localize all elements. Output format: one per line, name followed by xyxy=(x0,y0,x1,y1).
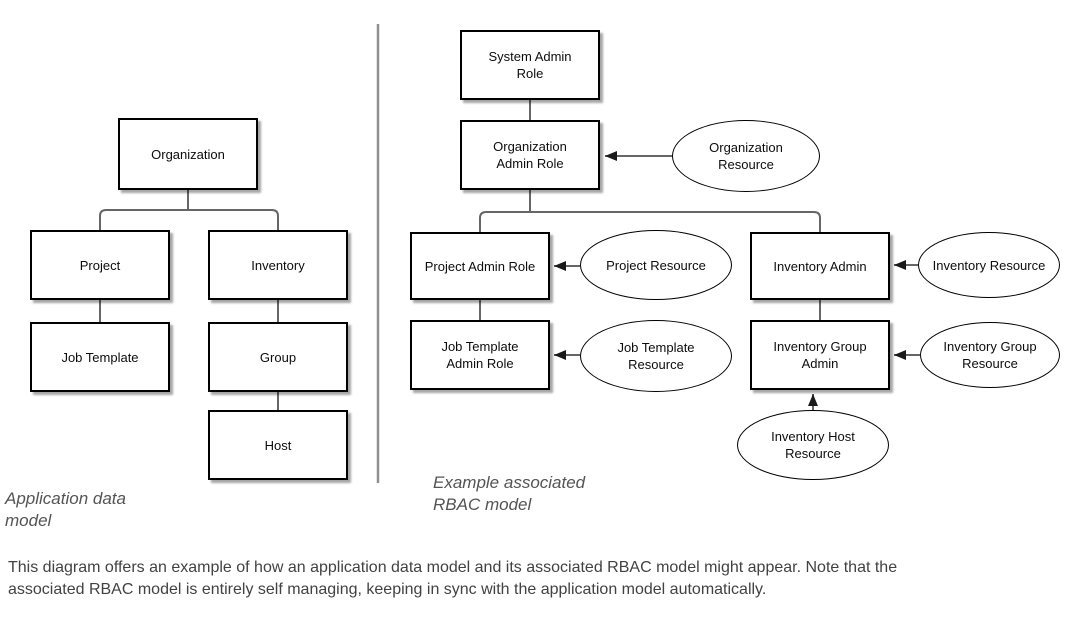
node-organization-label: Organization xyxy=(151,146,225,162)
node-inventory-admin-label: Inventory Admin xyxy=(773,258,867,274)
node-inventory: Inventory xyxy=(208,230,348,300)
node-inventory-resource: Inventory Resource xyxy=(918,232,1060,298)
node-system-admin-role: System Admin Role xyxy=(460,30,600,100)
resource-arrows xyxy=(554,151,920,410)
node-system-admin-role-label: System Admin Role xyxy=(488,49,572,81)
node-organization: Organization xyxy=(118,118,258,190)
node-inventory-group-resource: Inventory Group Resource xyxy=(920,322,1060,388)
node-organization-admin-role-label: Organization Admin Role xyxy=(493,139,567,171)
node-job-template-resource: Job Template Resource xyxy=(580,320,732,392)
node-project-label: Project xyxy=(79,257,121,273)
node-job-template-admin-role: Job Template Admin Role xyxy=(410,320,550,390)
connector-organization-branch xyxy=(99,209,279,230)
node-host: Host xyxy=(208,410,348,480)
right-model-caption: Example associated RBAC model xyxy=(433,473,586,514)
node-organization-resource-label: Organization Resource xyxy=(709,140,783,172)
node-host-label: Host xyxy=(264,437,292,453)
node-organization-admin-role: Organization Admin Role xyxy=(460,120,600,190)
node-project: Project xyxy=(30,230,170,300)
node-project-admin-role: Project Admin Role xyxy=(410,232,550,300)
node-job-template-resource-label: Job Template Resource xyxy=(617,340,695,372)
node-group-label: Group xyxy=(259,349,297,365)
node-inventory-group-admin-label: Inventory Group Admin xyxy=(773,339,867,371)
node-inventory-host-resource: Inventory Host Resource xyxy=(737,410,889,480)
node-project-resource: Project Resource xyxy=(580,230,732,300)
node-organization-resource: Organization Resource xyxy=(672,120,820,192)
node-inventory-group-admin: Inventory Group Admin xyxy=(750,320,890,390)
node-job-template: Job Template xyxy=(30,322,170,392)
node-job-template-label: Job Template xyxy=(61,349,139,365)
left-model-caption: Application data model xyxy=(5,489,126,530)
node-job-template-admin-role-label: Job Template Admin Role xyxy=(441,339,519,371)
footer-description: This diagram offers an example of how an… xyxy=(8,559,898,598)
node-inventory-resource-label: Inventory Resource xyxy=(932,257,1046,273)
right-tree-connectors xyxy=(479,100,821,320)
node-inventory-host-resource-label: Inventory Host Resource xyxy=(771,429,855,461)
node-project-resource-label: Project Resource xyxy=(606,257,706,273)
left-tree-connectors xyxy=(99,190,279,410)
node-inventory-label: Inventory xyxy=(251,257,305,273)
node-inventory-group-resource-label: Inventory Group Resource xyxy=(943,339,1037,371)
node-group: Group xyxy=(208,322,348,392)
connector-orgadmin-branch xyxy=(479,211,821,232)
node-inventory-admin: Inventory Admin xyxy=(750,232,890,300)
node-project-admin-role-label: Project Admin Role xyxy=(424,258,536,274)
